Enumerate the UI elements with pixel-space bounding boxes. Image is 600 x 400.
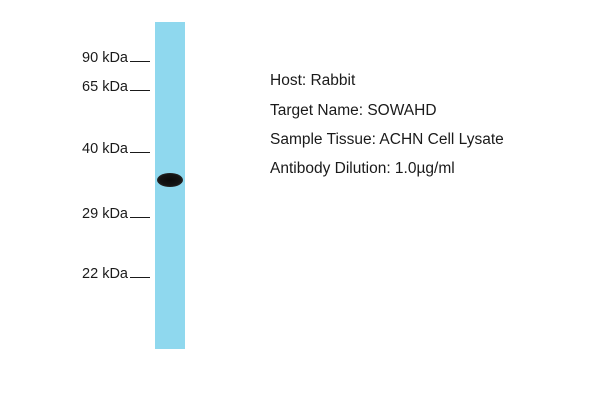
sample-tissue-text: Sample Tissue: ACHN Cell Lysate [270,131,504,148]
marker-label: 65 kDa [82,79,128,95]
marker-label: 29 kDa [82,206,128,222]
marker-label: 22 kDa [82,266,128,282]
marker-40kda: 40 kDa [82,141,150,158]
blot-lane [155,22,185,349]
target-name-text: Target Name: SOWAHD [270,102,437,119]
host-text: Host: Rabbit [270,72,356,89]
marker-tick [130,141,150,153]
marker-90kda: 90 kDa [82,50,150,67]
antibody-dilution-text: Antibody Dilution: 1.0µg/ml [270,160,455,177]
marker-tick [130,266,150,278]
marker-label: 90 kDa [82,50,128,66]
marker-29kda: 29 kDa [82,206,150,223]
marker-65kda: 65 kDa [82,79,150,96]
marker-label: 40 kDa [82,141,128,157]
marker-tick [130,79,150,91]
marker-tick [130,50,150,62]
marker-22kda: 22 kDa [82,266,150,283]
protein-band [157,173,183,187]
marker-tick [130,206,150,218]
